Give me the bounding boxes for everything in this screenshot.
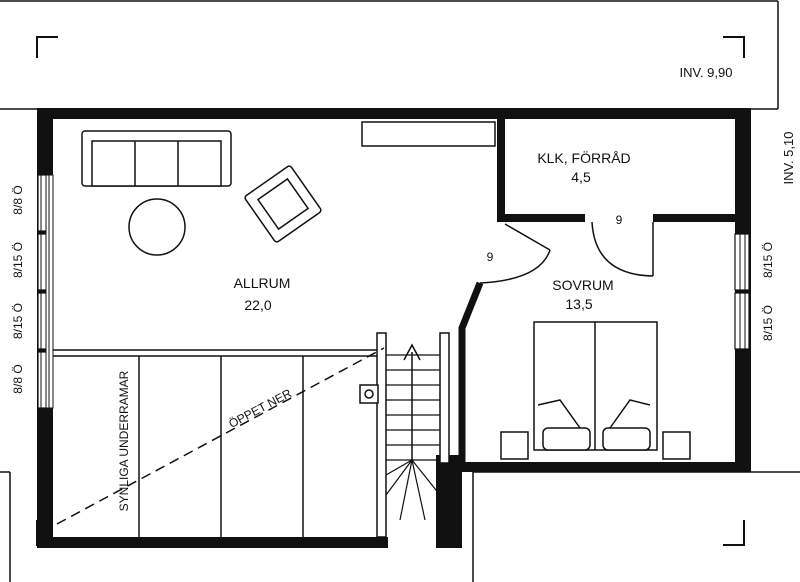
windows-left <box>37 174 48 409</box>
window-label-left-4: 8/8 Ö <box>11 364 25 393</box>
interior-wall-diagonal <box>458 281 484 462</box>
corner-mark-top-right <box>723 36 745 58</box>
window-label-right-2: 8/15 Ö <box>761 305 775 341</box>
door-allrum <box>479 223 551 284</box>
open-below-label: ÖPPET NER <box>226 386 294 431</box>
door-width-klk: 9 <box>616 213 623 227</box>
window-mullions-right <box>739 234 746 349</box>
window-label-right-1: 8/15 Ö <box>761 242 775 278</box>
corner-mark-top-left <box>36 36 58 58</box>
armchair <box>244 165 322 243</box>
roof-band-bottom-left <box>0 471 11 582</box>
tv-cabinet <box>361 121 496 147</box>
window-label-left-3: 8/15 Ö <box>11 303 25 339</box>
floor-beams <box>138 356 304 537</box>
window-label-left-2: 8/15 Ö <box>11 242 25 278</box>
window-label-left-1: 8/8 Ö <box>11 185 25 214</box>
interior-wall-thin <box>53 349 384 357</box>
visible-joists-label: SYNLIGA UNDERRAMAR <box>117 370 131 511</box>
sofa <box>81 130 232 187</box>
chimney-detail <box>359 384 379 404</box>
room-area-klk: 4,5 <box>571 169 591 185</box>
room-name-sovrum: SOVRUM <box>552 277 613 293</box>
room-name-klk: KLK, FÖRRÅD <box>537 149 630 166</box>
room-name-allrum: ALLRUM <box>234 275 291 291</box>
inv-top-label: INV. 9,90 <box>679 65 732 80</box>
round-table <box>128 198 186 256</box>
door-width-allrum: 9 <box>487 250 494 264</box>
interior-walls <box>497 119 735 222</box>
stair-railing <box>376 332 450 538</box>
window-mullions-left <box>40 175 50 408</box>
inv-right-label: INV. 5,10 <box>781 131 796 184</box>
corner-mark-bottom-right <box>723 520 745 546</box>
open-below-dashed-line <box>56 347 385 525</box>
stair-treads <box>385 354 441 521</box>
roof-band-top <box>0 0 779 110</box>
bed-pillows <box>542 427 651 451</box>
room-area-sovrum: 13,5 <box>565 296 592 312</box>
stair-arrow-icon <box>403 343 421 460</box>
door-klk <box>591 221 654 277</box>
nightstands <box>500 431 691 460</box>
roof-band-bottom-right <box>472 471 800 582</box>
room-area-allrum: 22,0 <box>244 297 271 313</box>
